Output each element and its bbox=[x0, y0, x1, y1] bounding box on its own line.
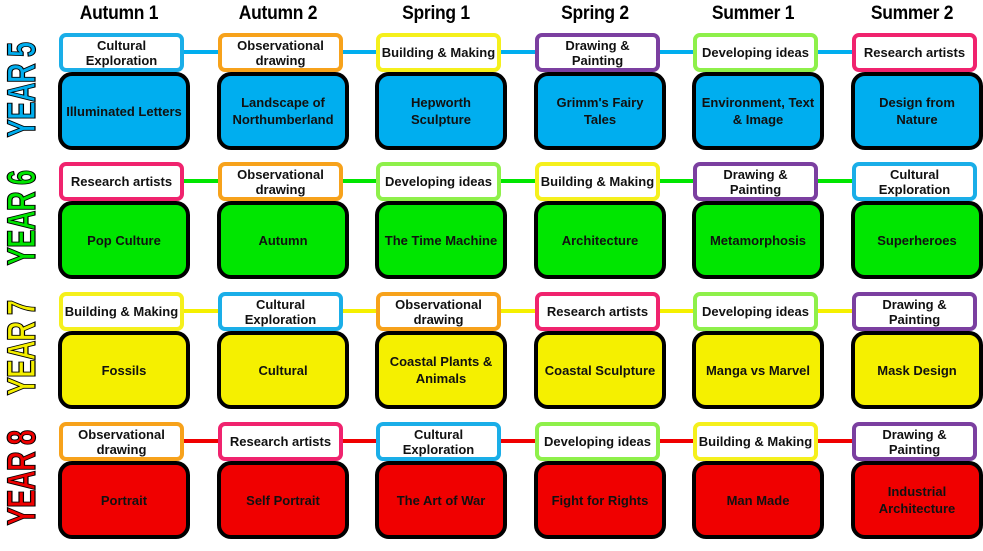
skill-tag: Drawing & Painting bbox=[852, 292, 977, 331]
skill-tag: Developing ideas bbox=[535, 422, 660, 461]
topic-title: Coastal Sculpture bbox=[544, 362, 656, 378]
skill-tag: Cultural Exploration bbox=[852, 162, 977, 201]
topic-box: Hepworth Sculpture bbox=[375, 72, 507, 150]
topic-title: Fossils bbox=[101, 362, 147, 378]
skill-tag: Research artists bbox=[218, 422, 343, 461]
topic-title: Self Portrait bbox=[246, 492, 320, 508]
year-label: YEAR 6 bbox=[0, 168, 48, 268]
topic-box: Fight for Rights bbox=[534, 461, 666, 539]
topic-box: Pop Culture bbox=[58, 201, 190, 279]
topic-title: Coastal Plants & Animals bbox=[389, 354, 493, 386]
topic-title: Landscape of Northumberland bbox=[232, 95, 334, 127]
row-connector-line bbox=[60, 309, 960, 313]
year-label-text: YEAR 5 bbox=[0, 42, 44, 138]
topic-title: Mask Design bbox=[877, 362, 957, 378]
topic-title: Illuminated Letters bbox=[66, 103, 182, 119]
topic-box: Superheroes bbox=[851, 201, 983, 279]
topic-box: Landscape of Northumberland bbox=[217, 72, 349, 150]
topic-title: Cultural bbox=[258, 362, 308, 378]
skill-tag: Building & Making bbox=[59, 292, 184, 331]
term-header: Spring 1 bbox=[402, 3, 470, 24]
topic-title: Fight for Rights bbox=[551, 492, 649, 508]
topic-box: The Time Machine bbox=[375, 201, 507, 279]
topic-box: Architecture bbox=[534, 201, 666, 279]
skill-tag: Cultural Exploration bbox=[376, 422, 501, 461]
topic-box: Environment, Text & Image bbox=[692, 72, 824, 150]
topic-title: Autumn bbox=[258, 232, 308, 248]
topic-box: Coastal Sculpture bbox=[534, 331, 666, 409]
row-connector-line bbox=[60, 179, 960, 183]
skill-tag: Building & Making bbox=[535, 162, 660, 201]
year-label: YEAR 8 bbox=[0, 428, 48, 528]
topic-title: Superheroes bbox=[877, 232, 957, 248]
topic-box: Illuminated Letters bbox=[58, 72, 190, 150]
skill-tag: Observational drawing bbox=[59, 422, 184, 461]
topic-box: Cultural bbox=[217, 331, 349, 409]
topic-box: Autumn bbox=[217, 201, 349, 279]
topic-title: Environment, Text & Image bbox=[701, 95, 815, 127]
skill-tag: Research artists bbox=[535, 292, 660, 331]
skill-tag: Drawing & Painting bbox=[535, 33, 660, 72]
year-label-text: YEAR 8 bbox=[0, 430, 44, 526]
year-label-text: YEAR 6 bbox=[0, 171, 44, 266]
topic-box: Manga vs Marvel bbox=[692, 331, 824, 409]
term-header: Spring 2 bbox=[561, 3, 629, 24]
topic-box: The Art of War bbox=[375, 461, 507, 539]
skill-tag: Research artists bbox=[852, 33, 977, 72]
skill-tag: Developing ideas bbox=[693, 292, 818, 331]
skill-tag: Observational drawing bbox=[218, 33, 343, 72]
topic-title: The Time Machine bbox=[384, 232, 498, 248]
topic-title: Hepworth Sculpture bbox=[411, 95, 471, 127]
row-connector-line bbox=[60, 439, 960, 443]
topic-title: The Art of War bbox=[396, 492, 486, 508]
topic-box: Design from Nature bbox=[851, 72, 983, 150]
term-header: Summer 2 bbox=[870, 3, 954, 24]
row-connector-line bbox=[60, 50, 960, 54]
topic-box: Metamorphosis bbox=[692, 201, 824, 279]
topic-title: Manga vs Marvel bbox=[705, 362, 811, 378]
topic-title: Design from Nature bbox=[879, 95, 955, 127]
topic-box: Portrait bbox=[58, 461, 190, 539]
term-header: Autumn 2 bbox=[238, 3, 318, 24]
topic-title: Grimm's Fairy Tales bbox=[556, 95, 644, 127]
topic-box: Mask Design bbox=[851, 331, 983, 409]
topic-title: Pop Culture bbox=[87, 232, 161, 248]
skill-tag: Research artists bbox=[59, 162, 184, 201]
year-label-text: YEAR 7 bbox=[0, 301, 44, 396]
topic-box: Coastal Plants & Animals bbox=[375, 331, 507, 409]
skill-tag: Developing ideas bbox=[376, 162, 501, 201]
skill-tag: Observational drawing bbox=[218, 162, 343, 201]
year-label: YEAR 5 bbox=[0, 40, 48, 140]
skill-tag: Building & Making bbox=[693, 422, 818, 461]
topic-title: Portrait bbox=[100, 492, 148, 508]
skill-tag: Cultural Exploration bbox=[218, 292, 343, 331]
topic-box: Man Made bbox=[692, 461, 824, 539]
skill-tag: Building & Making bbox=[376, 33, 501, 72]
topic-title: Metamorphosis bbox=[709, 232, 807, 248]
topic-box: Self Portrait bbox=[217, 461, 349, 539]
topic-box: Fossils bbox=[58, 331, 190, 409]
year-label: YEAR 7 bbox=[0, 298, 48, 398]
topic-box: Grimm's Fairy Tales bbox=[534, 72, 666, 150]
skill-tag: Developing ideas bbox=[693, 33, 818, 72]
skill-tag: Drawing & Painting bbox=[693, 162, 818, 201]
term-header: Summer 1 bbox=[711, 3, 795, 24]
topic-title: Industrial Architecture bbox=[878, 484, 956, 516]
topic-title: Man Made bbox=[726, 492, 790, 508]
topic-title: Architecture bbox=[561, 232, 639, 248]
skill-tag: Cultural Exploration bbox=[59, 33, 184, 72]
skill-tag: Observational drawing bbox=[376, 292, 501, 331]
topic-box: Industrial Architecture bbox=[851, 461, 983, 539]
term-header: Autumn 1 bbox=[79, 3, 159, 24]
skill-tag: Drawing & Painting bbox=[852, 422, 977, 461]
